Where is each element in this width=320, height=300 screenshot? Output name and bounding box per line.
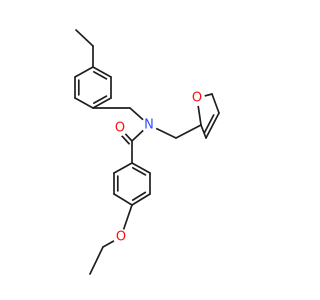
bond-a4-a5 (74, 97, 94, 109)
bond-b6-b1 (113, 162, 133, 174)
bond-b3-b4 (131, 193, 151, 206)
bond-b4-b5 (113, 193, 133, 206)
bond-Cc-Oc (123, 132, 133, 142)
bond-e1-e2 (89, 246, 104, 275)
bond-f2-f3 (211, 93, 220, 114)
bond-a1-a2 (92, 66, 112, 78)
bond-Cc-Oc-second (120, 135, 130, 145)
atom-label-n-amide: N (144, 118, 154, 133)
bond-a3-a4-inner (93, 95, 108, 105)
bond-ch2a-N (129, 107, 145, 122)
bond-fO-f1 (197, 104, 202, 126)
atom-label-layer: O N O O (112, 90, 205, 245)
atom-n-amide: N (141, 117, 157, 133)
bond-b4-Oe (122, 204, 133, 232)
atom-label-o-carbonyl: O (115, 121, 125, 136)
bond-b1-b2-inner (132, 166, 147, 176)
bond-f3-fO (202, 93, 213, 98)
atom-label-o-furan: O (192, 91, 202, 106)
bond-ch2b-f1 (175, 124, 202, 139)
bond-layer (74, 29, 220, 275)
bond-f5-f2 (205, 112, 220, 139)
bond-b1-b2 (131, 162, 151, 174)
bond-N-ch2b (154, 127, 177, 139)
bond-Oe-e1 (102, 239, 116, 248)
bond-a1-a2-inner (93, 70, 108, 80)
bond-a3-a4 (92, 97, 112, 109)
bond-N-Cc (131, 128, 145, 142)
structure-diagram: O N O O (74, 29, 220, 275)
atom-o-ether: O (113, 229, 129, 245)
atom-o-carbonyl: O (112, 120, 128, 136)
bond-b3-b4-inner (131, 191, 147, 201)
bond-me-ce (75, 29, 94, 47)
bond-a6-a1 (74, 66, 94, 78)
atom-o-furan: O (189, 90, 205, 106)
bond-f5-f2-inner (203, 114, 215, 134)
bond-f1-f5 (200, 124, 207, 139)
atom-label-o-ether: O (116, 230, 126, 245)
